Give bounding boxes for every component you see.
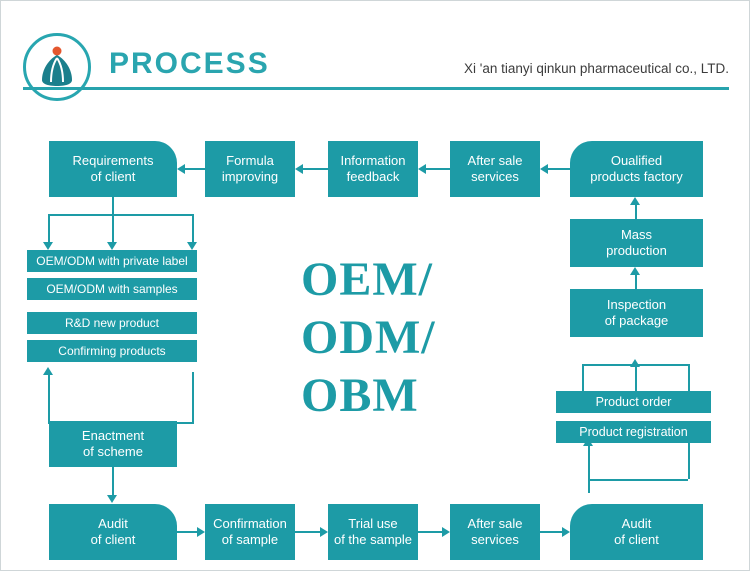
arrow-audit-right-up <box>583 438 593 446</box>
arrow-bottom-2 <box>320 527 328 537</box>
box-oem-odm-with-samples[interactable]: OEM/ODM with samples <box>27 278 197 300</box>
connector-left-bus-right <box>192 214 194 244</box>
arrow-left-bus-mid <box>107 242 117 250</box>
connector-order-bus-right <box>688 364 690 391</box>
connector-enactment-bus-right <box>192 372 194 424</box>
arrow-top-1 <box>177 164 185 174</box>
box-audit-of-client-right[interactable]: Audit of client <box>570 504 703 560</box>
arrow-left-bus-right <box>187 242 197 250</box>
arrow-mass-to-qualified <box>630 197 640 205</box>
box-after-sale-services-top[interactable]: After sale services <box>450 141 540 197</box>
arrow-left-bus-left <box>43 242 53 250</box>
connector-left-bus-left <box>48 214 50 244</box>
box-confirming-products[interactable]: Confirming products <box>27 340 197 362</box>
center-wordmark: OEM/ ODM/ OBM <box>301 253 436 422</box>
box-product-registration[interactable]: Product registration <box>556 421 711 443</box>
box-requirements-of-client[interactable]: Requirements of client <box>49 141 177 197</box>
connector-left-bus <box>48 214 193 216</box>
connector-audit-right-up <box>588 443 590 493</box>
box-confirmation-of-sample[interactable]: Confirmation of sample <box>205 504 295 560</box>
header-divider <box>23 87 729 90</box>
box-qualified-products-factory[interactable]: Oualified products factory <box>570 141 703 197</box>
connector-bottom-1 <box>177 531 197 533</box>
connector-top-3 <box>426 168 450 170</box>
connector-bottom-4 <box>540 531 562 533</box>
connector-bottom-2 <box>295 531 320 533</box>
connector-order-bus <box>582 364 689 366</box>
arrow-enactment-to-audit <box>107 495 117 503</box>
arrow-bottom-1 <box>197 527 205 537</box>
connector-left-down <box>112 197 114 215</box>
box-after-sale-services-bottom[interactable]: After sale services <box>450 504 540 560</box>
connector-top-4 <box>547 168 570 170</box>
box-mass-production[interactable]: Mass production <box>570 219 703 267</box>
connector-enactment-up <box>48 372 50 424</box>
box-inspection-of-package[interactable]: Inspection of package <box>570 289 703 337</box>
page-header: PROCESS Xi 'an tianyi qinkun pharmaceuti… <box>1 1 750 119</box>
arrow-enactment-up <box>43 367 53 375</box>
box-audit-of-client-left[interactable]: Audit of client <box>49 504 177 560</box>
box-information-feedback[interactable]: Information feedback <box>328 141 418 197</box>
connector-enactment-to-audit <box>112 467 114 497</box>
connector-audit-right-bus <box>588 479 688 481</box>
connector-top-2 <box>303 168 328 170</box>
box-trial-use-of-the-sample[interactable]: Trial use of the sample <box>328 504 418 560</box>
box-product-order[interactable]: Product order <box>556 391 711 413</box>
connector-order-up <box>635 364 637 391</box>
connector-bottom-3 <box>418 531 442 533</box>
connector-top-1 <box>185 168 205 170</box>
arrow-top-4 <box>540 164 548 174</box>
logo-glyph-icon <box>42 46 72 86</box>
arrow-inspection-to-mass <box>630 267 640 275</box>
arrow-top-2 <box>295 164 303 174</box>
arrow-top-3 <box>418 164 426 174</box>
page-title: PROCESS <box>109 47 270 80</box>
box-enactment-of-scheme[interactable]: Enactment of scheme <box>49 421 177 467</box>
connector-inspection-to-mass <box>635 272 637 289</box>
connector-audit-right-bus-right <box>688 443 690 479</box>
arrow-bottom-3 <box>442 527 450 537</box>
connector-mass-to-qualified <box>635 202 637 219</box>
company-name: Xi 'an tianyi qinkun pharmaceutical co.,… <box>464 61 729 76</box>
box-oem-odm-private-label[interactable]: OEM/ODM with private label <box>27 250 197 272</box>
connector-left-bus-mid <box>112 214 114 244</box>
company-logo-icon <box>23 33 91 101</box>
box-formula-improving[interactable]: Formula improving <box>205 141 295 197</box>
connector-order-bus-left <box>582 364 584 391</box>
box-rd-new-product[interactable]: R&D new product <box>27 312 197 334</box>
arrow-bottom-4 <box>562 527 570 537</box>
arrow-order-up <box>630 359 640 367</box>
